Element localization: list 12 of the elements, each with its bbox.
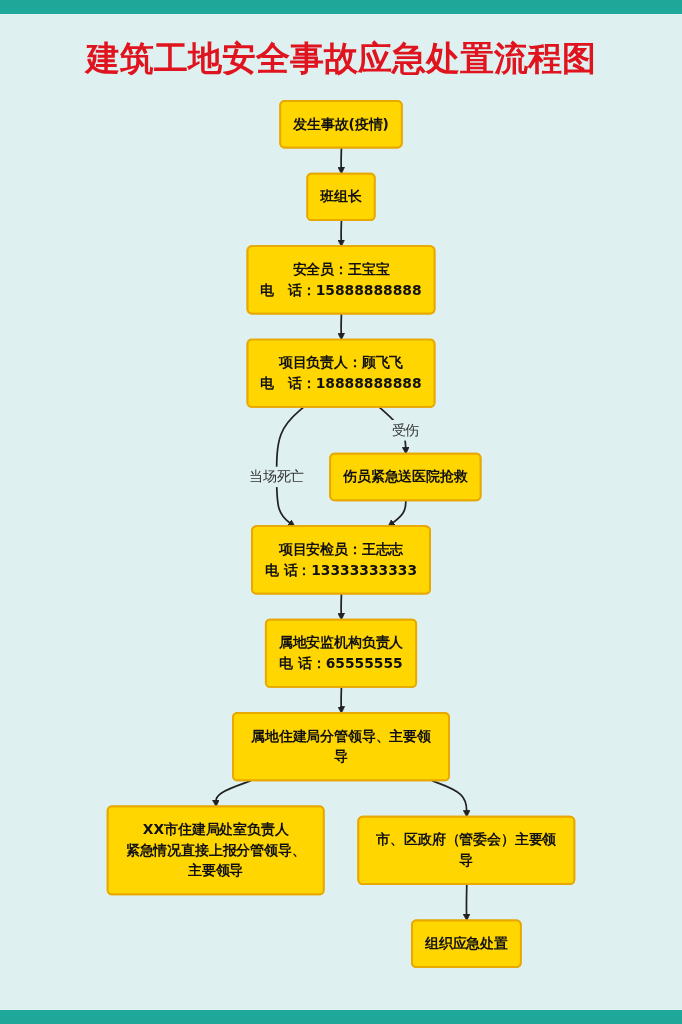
- edge-label: 当场死亡: [248, 468, 305, 485]
- arrow: [431, 779, 471, 818]
- arrow: [212, 779, 252, 808]
- arrow: [462, 883, 471, 922]
- arrow: [337, 147, 345, 175]
- arrow: [337, 313, 345, 341]
- edge-label: 受伤: [391, 421, 420, 439]
- arrow: [337, 219, 345, 247]
- arrow: [337, 593, 345, 621]
- title: 建筑工地安全事故应急处置流程图: [86, 37, 596, 80]
- arrow: [387, 499, 407, 527]
- arrow: [337, 686, 345, 714]
